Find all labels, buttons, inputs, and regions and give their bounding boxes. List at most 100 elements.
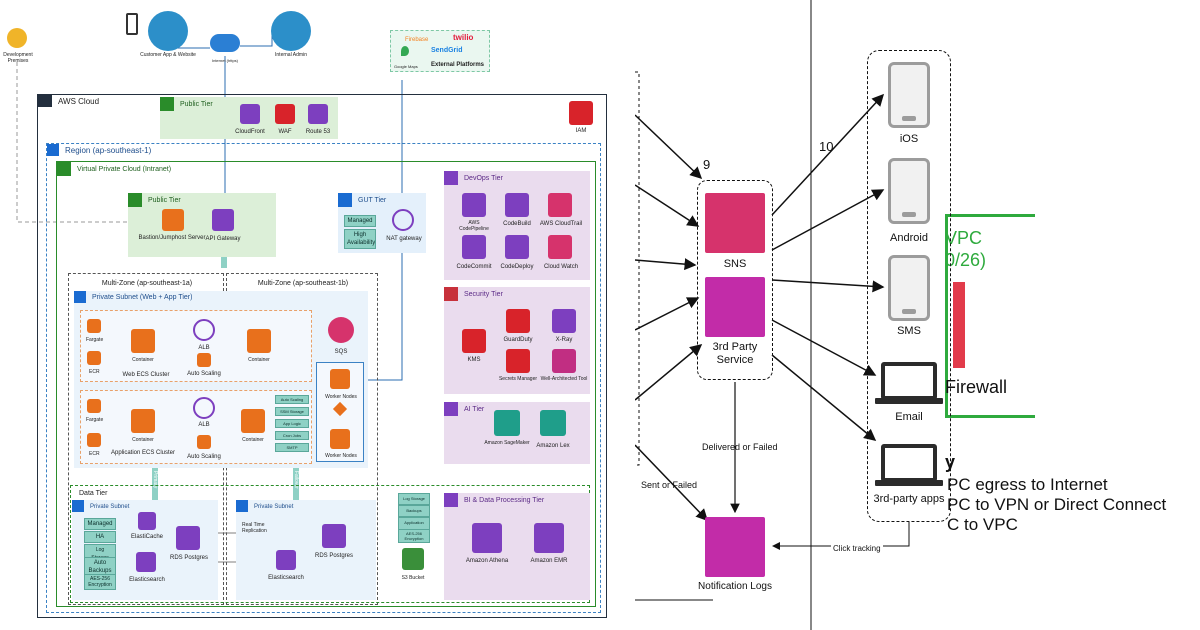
device-sms-label: SMS: [897, 325, 921, 337]
zone-a-label: Multi-Zone (ap-southeast-1a): [101, 280, 193, 287]
bg-firewall-text: Firewall: [945, 377, 1008, 397]
ds-badge-0: Managed: [84, 518, 116, 530]
data-private-subnet-a: Private Subnet Managed HA Log Storage Au…: [72, 500, 218, 600]
lex-icon: [540, 410, 566, 436]
aws-cloud-boundary: AWS Cloud: [37, 94, 607, 618]
codedeploy-icon: [505, 235, 529, 259]
worker-scaling-icon: [332, 401, 348, 417]
web-container-2-icon: [247, 329, 271, 353]
s3-label: S3 Bucket: [401, 575, 425, 581]
app-container-2-icon: [241, 409, 265, 433]
email-laptop-icon: [875, 362, 943, 404]
lock-icon: [236, 500, 248, 512]
web-alb-icon: [193, 319, 215, 341]
security-tier: Security Tier KMS GuardDuty X-Ray Secret…: [444, 287, 590, 394]
google-maps-icon: [401, 46, 409, 56]
bastion-icon: [162, 209, 184, 231]
iam-icon: [569, 101, 593, 125]
route53-icon: [308, 104, 328, 124]
app-ecs-cluster: Fargate ECR Container ALB Auto Scaling A…: [80, 390, 312, 464]
codecommit-label: CodeCommit: [456, 264, 492, 270]
sagemaker-icon: [494, 410, 520, 436]
device-ios-label: iOS: [899, 133, 919, 145]
third-party-service-label: 3rd Party Service: [712, 341, 758, 366]
codepipeline-label: AWS CodePipeline: [459, 220, 489, 232]
cloudwatch-icon: [548, 235, 572, 259]
internet-cloud-icon: [210, 34, 240, 52]
lock-icon: [128, 193, 142, 207]
cloudwatch-label: Cloud Watch: [543, 264, 579, 270]
development-premises-icon: [7, 28, 27, 48]
devops-icon: [444, 171, 458, 185]
elasticsearch-a-label: Elasticsearch: [129, 577, 165, 583]
secrets-manager-label: Secrets Manager: [498, 376, 538, 382]
app-ecr-label: ECR: [89, 451, 100, 457]
google-maps-label: Google Maps: [394, 64, 418, 69]
app-badge-2: App Logic: [275, 419, 309, 428]
codebuild-label: CodeBuild: [503, 221, 531, 227]
app-autoscaling-icon: [197, 435, 211, 449]
firebase-label: Firebase: [405, 37, 429, 43]
s3-badge-3: AES-256 Encryption: [398, 529, 430, 543]
public-tier: Public Tier Bastion/Jumphost Server API …: [128, 193, 276, 257]
bg-line-3: C to VPC: [947, 515, 1018, 534]
sms-phone-icon: [888, 255, 930, 321]
worker-node-2-icon: [330, 429, 350, 449]
cloudtrail-icon: [548, 193, 572, 217]
aws-logo-icon: [38, 95, 52, 107]
mobile-phone-icon: [126, 13, 138, 35]
elasticsearch-b-label: Elasticsearch: [268, 575, 304, 581]
worker-nodes-label-2: Worker Nodes: [325, 453, 357, 459]
bg-vpc-text-2: 0/26): [945, 250, 987, 270]
twilio-label: twilio: [453, 33, 474, 42]
elasticsearch-a-icon: [136, 552, 156, 572]
s3-bucket-icon: [402, 548, 424, 570]
fargate-icon: [87, 319, 101, 333]
ai-tier: AI Tier Amazon SageMaker Amazon Lex: [444, 402, 590, 464]
xray-label: X-Ray: [555, 337, 573, 343]
app-alb-label: ALB: [198, 422, 210, 428]
notification-logs-icon: [705, 517, 765, 577]
app-alb-icon: [193, 397, 215, 419]
gut-tier: GUT Tier Managed High Availability NAT g…: [338, 193, 426, 253]
guardduty-icon: [506, 309, 530, 333]
app-autoscaling-label: Auto Scaling: [187, 454, 221, 460]
codebuild-icon: [505, 193, 529, 217]
internet-label: Internet (https): [211, 58, 238, 63]
waf-label: WAF: [278, 129, 292, 135]
athena-icon: [472, 523, 502, 553]
worker-nodes-label-1: Worker Nodes: [325, 394, 357, 400]
lock-icon: [72, 500, 84, 512]
ai-icon: [444, 402, 458, 416]
bi-title: BI & Data Processing Tier: [464, 497, 545, 504]
internal-admin-label: Internal Admin: [275, 52, 307, 58]
gut-managed-badge: Managed: [344, 215, 376, 227]
customer-app-label: Customer App & Website: [140, 52, 196, 58]
cloudfront-label: CloudFront: [235, 129, 265, 135]
sagemaker-label: Amazon SageMaker: [484, 440, 530, 446]
elasticsearch-b-icon: [276, 550, 296, 570]
region-boundary: Region (ap-southeast-1): [46, 143, 601, 613]
aws-cloud-label: AWS Cloud: [58, 97, 100, 106]
rds-postgres-a-icon: [176, 526, 200, 550]
route53-label: Route 53: [305, 129, 331, 135]
web-container-1-label: Container: [132, 357, 154, 363]
step-9-label: 9: [703, 157, 711, 172]
app-container-1-icon: [131, 409, 155, 433]
sent-failed-label: Sent or Failed: [641, 480, 698, 490]
app-ecs-label: Application ECS Cluster: [110, 450, 176, 456]
data-tier-label: Data Tier: [79, 490, 108, 497]
notification-diagram: VPC 0/26) Firewall y PC egress to Intern…: [635, 0, 1200, 630]
web-container-2-label: Container: [248, 357, 270, 363]
worker-node-1-icon: [330, 369, 350, 389]
app-fargate-icon: [87, 399, 101, 413]
cloudfront-icon: [240, 104, 260, 124]
architecture-diagram: Development Premises Customer App & Webs…: [3, 11, 607, 618]
iam-label: IAM: [575, 128, 587, 134]
delivered-failed-label: Delivered or Failed: [702, 442, 778, 452]
secrets-manager-icon: [506, 349, 530, 373]
well-architected-label: Well-Architected Tool: [540, 376, 588, 382]
web-container-1-icon: [131, 329, 155, 353]
web-autoscaling-label: Auto Scaling: [187, 371, 221, 377]
rds-postgres-a-label: RDS Postgres: [169, 555, 208, 561]
